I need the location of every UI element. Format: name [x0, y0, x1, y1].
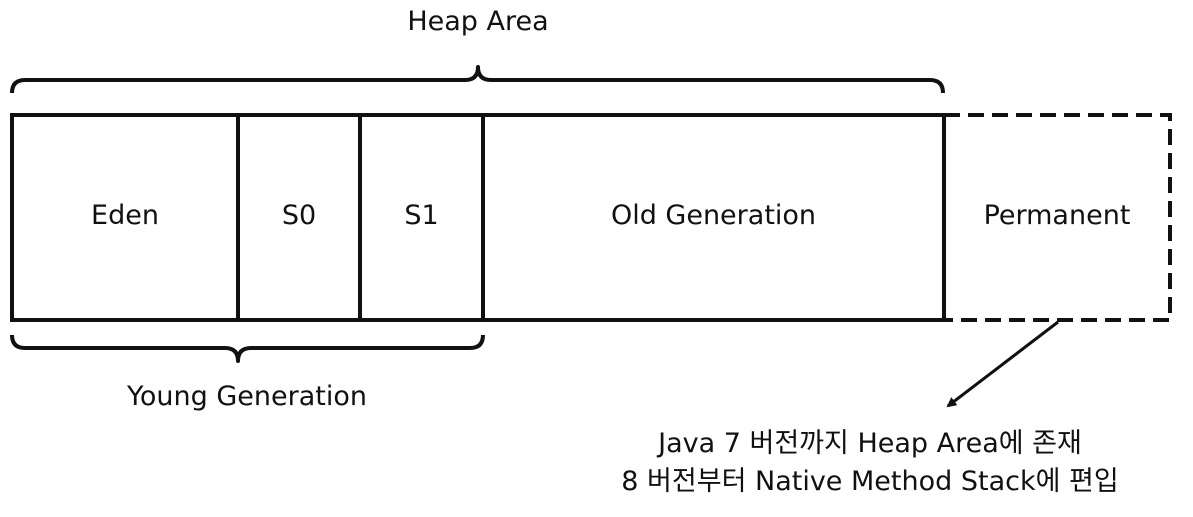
- young-generation-label: Young Generation: [127, 381, 367, 412]
- permanent-box: [944, 113, 1172, 322]
- permanent-note-arrow: [946, 320, 1059, 408]
- young-generation-brace: [10, 334, 485, 363]
- permanent-note-line1: Java 7 버전까지 Heap Area에 존재: [658, 428, 1082, 459]
- eden-label: Eden: [91, 200, 159, 231]
- s1-label: S1: [404, 200, 439, 231]
- s0-label: S0: [281, 200, 317, 231]
- heap-area-brace: [10, 65, 945, 94]
- old-generation-label: Old Generation: [610, 200, 817, 231]
- heap-box: [10, 113, 946, 322]
- permanent-label: Permanent: [983, 200, 1131, 231]
- permanent-note-line2: 8 버전부터 Native Method Stack에 편입: [621, 466, 1119, 497]
- heap-area-label: Heap Area: [407, 6, 549, 37]
